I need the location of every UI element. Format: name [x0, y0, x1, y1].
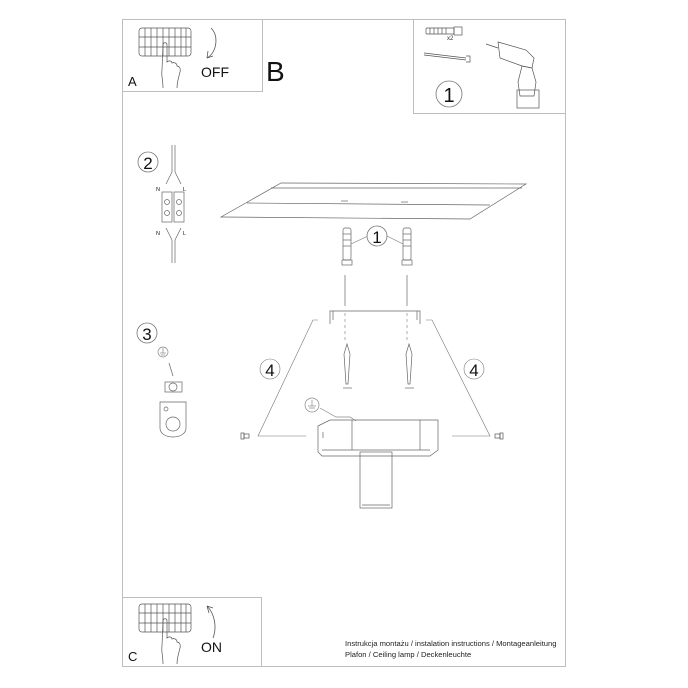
- ground-symbol-icon: [157, 346, 169, 358]
- svg-text:3: 3: [142, 325, 151, 344]
- step-4-left-label: 4: [265, 361, 274, 380]
- page-frame: [122, 19, 566, 667]
- panel-a-letter: A: [128, 74, 137, 89]
- side-screw-left-icon: [240, 432, 250, 440]
- footer-line-2: Plafon / Ceiling lamp / Deckenleuchte: [345, 650, 472, 659]
- drill-icon: [485, 41, 540, 109]
- terminal-block-icon: [161, 145, 185, 263]
- screw-left-icon: [343, 342, 352, 389]
- off-label: OFF: [201, 64, 229, 80]
- step-1-callout: 1: [350, 225, 404, 247]
- label-l-bottom: L: [183, 231, 186, 237]
- panel-c-letter: C: [128, 649, 138, 664]
- footer-line-1: Instrukcja montażu / instalation instruc…: [345, 639, 557, 648]
- step-4-right-callout: [426, 319, 491, 437]
- step-4-left-callout: [257, 319, 318, 437]
- wall-plug-right-icon: [401, 227, 413, 306]
- step-4-right-label: 4: [469, 361, 478, 380]
- hand-icon: [161, 42, 181, 89]
- label-n-bottom: N: [156, 231, 160, 237]
- label-l-top: L: [183, 187, 186, 193]
- svg-text:2: 2: [143, 154, 152, 173]
- svg-text:1: 1: [372, 228, 381, 247]
- quantity-label: x2: [447, 36, 454, 42]
- panel-tools: 1 x2: [413, 19, 566, 114]
- ceiling-plate-icon: [219, 182, 528, 220]
- electrical-panel-icon: [138, 603, 192, 633]
- svg-text:1: 1: [443, 85, 454, 107]
- label-n-top: N: [156, 187, 160, 193]
- lamp-ground-symbol-icon: [304, 397, 357, 422]
- step-2-badge: 2: [137, 151, 159, 173]
- hand-icon: [161, 618, 181, 665]
- footer-caption: Instrukcja montażu / instalation instruc…: [345, 638, 556, 660]
- side-screw-right-icon: [494, 432, 504, 440]
- step-3-badge: 3: [136, 322, 158, 344]
- panel-b-letter: B: [266, 56, 285, 87]
- arrow-down-icon: [206, 27, 217, 59]
- screw-right-icon: [405, 342, 414, 389]
- on-label: ON: [201, 639, 222, 655]
- arrow-up-icon: [206, 605, 216, 639]
- step-1-badge: 1: [435, 80, 463, 108]
- wall-plug-icon: [425, 26, 463, 36]
- screw-icon: [423, 52, 471, 63]
- panel-a-power-off: A OFF: [122, 19, 263, 92]
- lamp-body-icon: [317, 419, 439, 509]
- wall-plug-left-icon: [341, 227, 353, 306]
- mounting-bracket-icon: [329, 310, 421, 324]
- panel-c-power-on: C ON: [122, 597, 262, 667]
- ground-terminal-icon: [159, 362, 187, 438]
